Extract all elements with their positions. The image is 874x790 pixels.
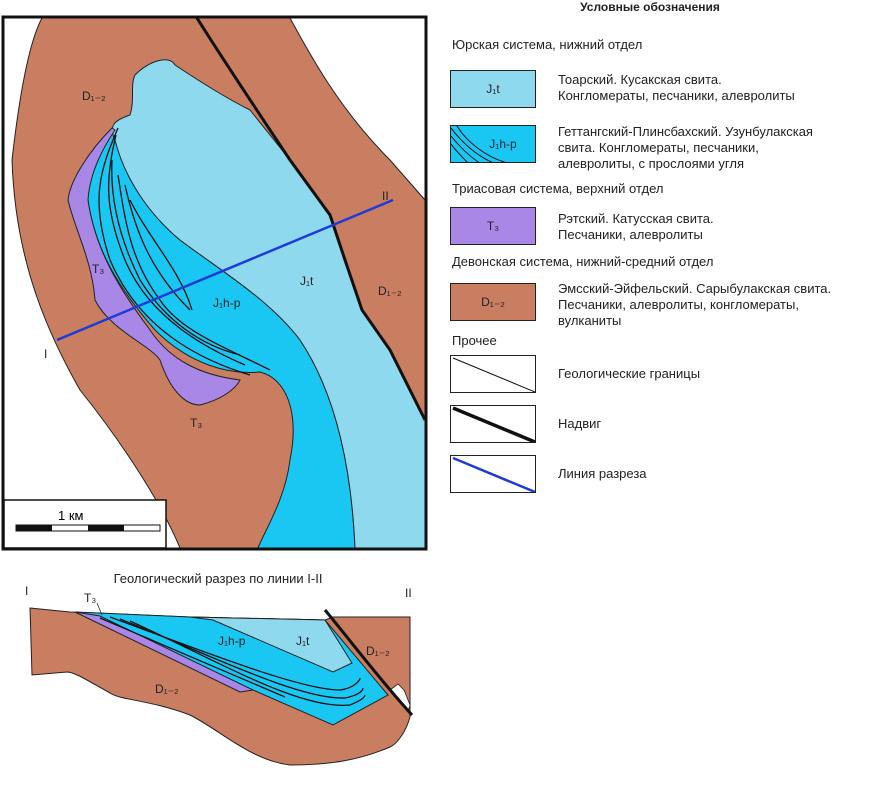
label-d-right: D₁₋₂ [378,284,402,298]
legend-text-boundary: Геологические границы [558,366,701,381]
section-label-j1t: J₁t [296,634,310,648]
legend-swatch-j1t: J₁t [450,70,536,108]
jurassic-t-area [111,59,426,549]
section-thrust-fault [323,609,414,717]
label-j1hp: J₁h-p [213,296,241,310]
section-jurassic-t [189,616,353,673]
legend-swatch-t3: T₃ [450,207,536,245]
section-label-t3: T₃ [84,591,96,605]
geological-map: 1 км D₁₋₂ D₁₋₂ J₁t J₁h-p T₃ T₃ I II [1,15,428,551]
map-frame [1,15,428,551]
scale-label: 1 км [58,508,84,523]
swatch-code: D₁₋₂ [481,295,505,309]
label-point-ii: II [382,189,389,203]
legend-text-section-line: Линия разреза [558,466,647,481]
legend-text-j1t: Тоарский. Кусакская свита. Конгломераты,… [558,72,795,103]
coal-seam-pattern [451,126,506,162]
section-end-left: I [25,584,28,598]
swatch-code: J₁h-p [489,137,517,151]
boundary-line-icon [452,357,535,392]
legend-swatch-j1hp: J₁h-p [450,125,536,163]
label-t3-lower: T₃ [190,416,202,430]
section-line-icon [452,456,535,492]
t3-leader-line [96,602,103,616]
label-j1t: J₁t [300,274,314,288]
legend-header-devonian: Девонская система, нижний-средний отдел [452,254,714,269]
scale-bar: 1 км [3,499,167,549]
coal-seam-lines [98,127,271,376]
legend-title: Условные обозначения [580,0,720,14]
legend-text-thrust: Надвиг [558,416,602,431]
legend-header-triassic: Триасовая система, верхний отдел [452,181,664,196]
thrust-line-icon [452,406,535,442]
cross-section: Геологический разрез по линии I-II I II … [25,571,414,766]
legend-header-other: Прочее [452,333,497,348]
section-label-d-bottom: D₁₋₂ [155,682,179,696]
section-line [56,198,394,342]
swatch-code: T₃ [486,219,500,233]
legend-swatch-thrust [450,405,536,443]
section-triassic [74,611,255,693]
swatch-code: J₁t [486,82,500,96]
legend-swatch-section-line [450,455,536,493]
legend-text-t3: Рэтский. Катусская свита. Песчаники, але… [558,211,714,242]
label-d-left: D₁₋₂ [82,89,106,103]
legend-swatch-d12: D₁₋₂ [450,283,536,321]
section-label-d-right: D₁₋₂ [366,644,390,658]
section-label-j1hp: J₁h-p [218,634,246,648]
legend-text-j1hp: Геттангский-Плинсбахский. Узунбулакская … [558,124,813,171]
triassic-area [67,127,241,406]
section-coal-seams [99,616,366,706]
label-point-i: I [44,347,47,361]
label-t3-upper: T₃ [92,262,104,276]
section-title: Геологический разрез по линии I-II [114,571,323,586]
thrust-fault-line [195,17,427,421]
legend-header-jurassic: Юрская система, нижний отдел [452,37,643,52]
section-end-right: II [405,586,412,600]
legend-text-d12: Эмсский-Эйфельский. Сарыбулакская свита.… [558,281,832,328]
legend-swatch-boundary [450,355,536,393]
